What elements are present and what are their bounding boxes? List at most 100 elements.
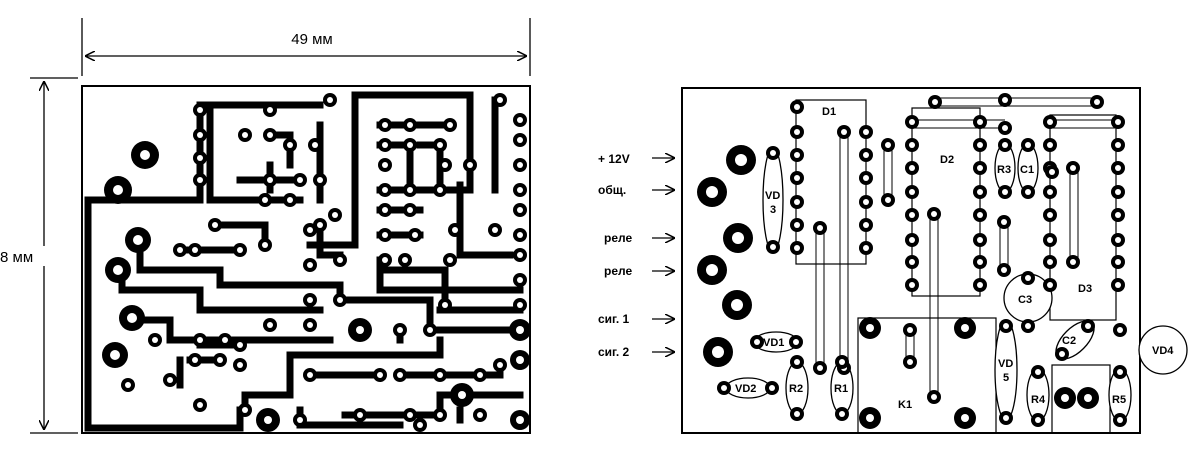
component-pad-hole <box>794 359 800 365</box>
copper-pad-hole <box>437 187 443 193</box>
component-pad-hole <box>1115 282 1121 288</box>
copper-pad-hole <box>407 142 413 148</box>
copper-pad-hole <box>317 177 323 183</box>
component-pad-hole <box>977 119 983 125</box>
copper-pad-hole <box>382 257 388 263</box>
copper-pad-hole <box>332 212 338 218</box>
copper-pad-hole <box>307 322 313 328</box>
height-dimension: 8 мм <box>0 77 78 434</box>
connector-label-common: общ. <box>598 183 626 197</box>
component-pad-hole <box>1001 267 1007 273</box>
component-pad-hole <box>1115 119 1121 125</box>
copper-pad-hole <box>217 357 223 363</box>
copper-pad-hole <box>447 122 453 128</box>
copper-pad-hole <box>242 407 248 413</box>
component-pad-hole <box>770 244 776 250</box>
component-pad-hole <box>1115 259 1121 265</box>
component-pad-hole <box>863 222 869 228</box>
component-pad-hole <box>909 212 915 218</box>
label-vd2: VD2 <box>735 383 756 395</box>
copper-pad-hole <box>437 412 443 418</box>
component-pad-hole <box>817 225 823 231</box>
label-d3: D3 <box>1078 283 1092 295</box>
copper-pad-hole <box>267 132 273 138</box>
label-d2: D2 <box>940 154 954 166</box>
copper-pad-hole <box>442 302 448 308</box>
copper-pad-hole <box>517 162 523 168</box>
component-pad-hole <box>1115 165 1121 171</box>
component-pad-hole <box>1115 189 1121 195</box>
copper-pad-hole <box>492 227 498 233</box>
component-pad-hole <box>1047 189 1053 195</box>
label-vd5-line1: VD <box>998 358 1013 370</box>
component-pad-hole <box>1002 97 1008 103</box>
component-pad-hole <box>1002 142 1008 148</box>
component-pad-hole <box>1117 369 1123 375</box>
copper-pad-hole <box>297 177 303 183</box>
label-k1: K1 <box>898 399 912 411</box>
component-pad-hole <box>817 365 823 371</box>
component-pad-hole <box>909 165 915 171</box>
component-pad-hole <box>909 142 915 148</box>
copper-pad-hole <box>382 207 388 213</box>
component-pad-hole <box>1025 275 1031 281</box>
copper-pad-hole <box>237 247 243 253</box>
copper-pad-hole <box>397 327 403 333</box>
copper-pad-hole <box>307 227 313 233</box>
copper-pad-hole <box>307 372 313 378</box>
component-pad-hole <box>794 222 800 228</box>
width-dimension: 49 мм <box>81 18 531 76</box>
component-pad-hole <box>931 211 937 217</box>
component-pad-hole <box>1001 219 1007 225</box>
component-pad-hole <box>721 385 727 391</box>
copper-pad-hole <box>517 232 523 238</box>
copper-pad-hole <box>287 142 293 148</box>
copper-pad-hole <box>382 122 388 128</box>
component-pad-hole <box>909 189 915 195</box>
copper-pad-hole <box>517 207 523 213</box>
copper-pad-hole <box>167 377 173 383</box>
copper-pad-hole <box>497 362 503 368</box>
component-pad-hole <box>1047 259 1053 265</box>
component-pad-hole <box>1117 327 1123 333</box>
component-pad-hole <box>1047 142 1053 148</box>
label-c1: C1 <box>1020 164 1034 176</box>
copper-small-pads <box>121 93 527 432</box>
component-pad-hole <box>977 282 983 288</box>
copper-pad-hole <box>222 337 228 343</box>
component-pad-hole <box>1047 212 1053 218</box>
component-pad-hole <box>1047 237 1053 243</box>
component-pad-hole <box>977 259 983 265</box>
copper-pad-hole <box>317 222 323 228</box>
component-pad-hole <box>907 359 913 365</box>
component-pad-hole <box>770 150 776 156</box>
component-pad-hole <box>1115 212 1121 218</box>
component-pad-hole <box>1025 323 1031 329</box>
component-pad-hole <box>863 175 869 181</box>
height-label: 8 мм <box>0 249 33 266</box>
component-pad-hole <box>794 104 800 110</box>
copper-pad-hole <box>452 227 458 233</box>
component-pad-hole <box>1115 237 1121 243</box>
component-pad-hole <box>909 119 915 125</box>
connector-label-12v: + 12V <box>598 152 630 166</box>
relay-pad-hole <box>961 414 969 422</box>
wire-jumpers <box>815 97 1120 395</box>
copper-pad-hole <box>192 357 198 363</box>
copper-pad-hole <box>242 132 248 138</box>
copper-pad-hole <box>212 222 218 228</box>
copper-pad-hole <box>197 132 203 138</box>
connector-labels: + 12V общ. реле реле сиг. 1 сиг. 2 <box>598 152 674 359</box>
copper-pad-hole <box>125 382 131 388</box>
connector-pads <box>697 145 756 367</box>
copper-pad-hole <box>407 187 413 193</box>
relay-pad-hole <box>866 414 874 422</box>
component-pad-hole <box>977 237 983 243</box>
copper-pad-hole <box>197 177 203 183</box>
relay-pad-hole <box>1084 394 1092 402</box>
connector-label-signal-2: сиг. 2 <box>598 345 630 359</box>
component-labels: D1 D2 D3 R3 C1 C3 C2 VD4 VD 3 VD1 VD2 R2… <box>735 106 1174 411</box>
component-pad-hole <box>909 282 915 288</box>
connector-label-relay-2: реле <box>604 264 632 278</box>
copper-pad-hole <box>412 232 418 238</box>
